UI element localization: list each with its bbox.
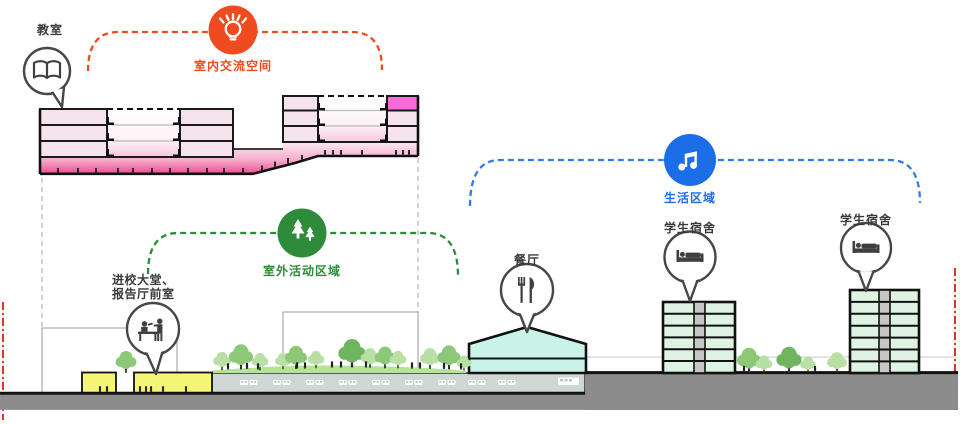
living-zone-label: 生活区域 bbox=[663, 191, 717, 205]
parked-cars bbox=[240, 377, 579, 385]
living-zone-badge bbox=[664, 134, 716, 186]
highlight-magenta-room bbox=[386, 95, 419, 112]
reception-desk-icon bbox=[138, 318, 163, 341]
outdoor-zone-badge bbox=[277, 208, 327, 258]
living-zone-bracket bbox=[468, 158, 922, 207]
entrance-callout bbox=[125, 301, 181, 376]
entrance-label-line2: 报告厅前室 bbox=[112, 287, 175, 301]
fork-knife-icon bbox=[518, 277, 535, 303]
slab-brackets bbox=[106, 103, 388, 157]
classroom-callout bbox=[22, 46, 72, 109]
music-note-icon bbox=[678, 151, 698, 171]
terrain-line bbox=[40, 154, 418, 176]
dining-label: 餐厅 bbox=[513, 253, 541, 267]
book-icon bbox=[32, 60, 62, 80]
outdoor-zone-label: 室外活动区域 bbox=[262, 264, 342, 278]
classroom-label: 教室 bbox=[36, 23, 64, 37]
entrance-label: 进校大堂、 报告厅前室 bbox=[112, 273, 175, 301]
entrance-label-line1: 进校大堂、 bbox=[112, 273, 175, 287]
lightbulb-icon bbox=[218, 13, 248, 41]
dormitory-tower-2 bbox=[848, 288, 921, 375]
indoor-zone-badge bbox=[208, 5, 258, 55]
indoor-zone-label: 室内交流空间 bbox=[193, 59, 273, 73]
dining-hall-building bbox=[467, 325, 588, 375]
bed-icon bbox=[852, 241, 880, 253]
dorm1-callout bbox=[663, 230, 717, 303]
dormitory-tower-1 bbox=[661, 300, 737, 375]
dorm1-label: 学生宿舍 bbox=[663, 221, 717, 235]
subgrade-left bbox=[0, 394, 585, 410]
lawn-mound bbox=[212, 365, 466, 373]
underground-parking bbox=[211, 372, 586, 394]
dining-callout bbox=[499, 262, 555, 334]
dorm2-label: 学生宿舍 bbox=[839, 213, 893, 227]
bus-icon bbox=[558, 377, 579, 385]
school-building-section bbox=[38, 95, 420, 176]
reference-dashed-lines bbox=[41, 158, 419, 328]
bed-icon bbox=[676, 250, 704, 262]
ground-mass-right bbox=[585, 374, 958, 410]
dorm2-callout bbox=[839, 221, 893, 293]
pine-trees-icon bbox=[291, 219, 315, 241]
